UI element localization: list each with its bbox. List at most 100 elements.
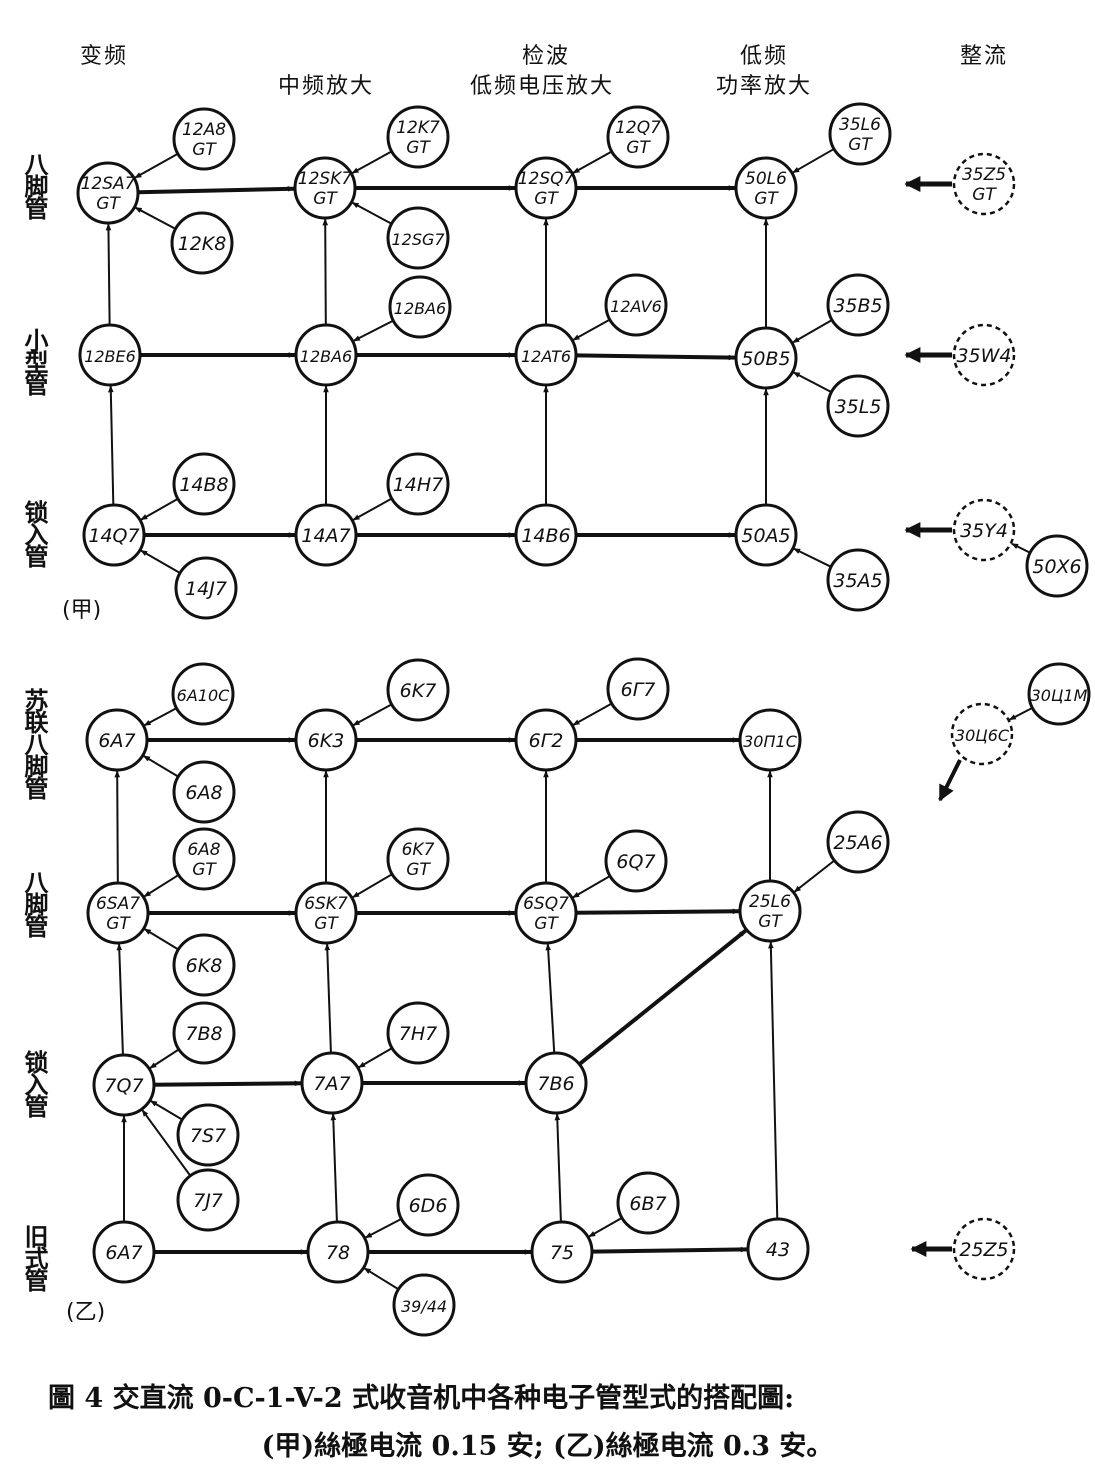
tube-circle — [828, 102, 892, 166]
tube-label: 7H7 — [399, 1023, 437, 1045]
tube-node-b-6a7: 6A7 — [92, 1220, 156, 1284]
tube-node-a-50b5: 50B5 — [734, 326, 798, 390]
tube-label: 30П1С — [743, 732, 798, 751]
arrow-b-6k7-to-b-6k3 — [352, 703, 393, 727]
tube-label: 12BA6 — [300, 347, 352, 366]
tube-label: 12SQ7 — [518, 169, 575, 189]
arrow-a-12q7gt-to-a-12sq7gt — [572, 150, 613, 174]
arrow-b-6a8gt-to-b-6sa7gt — [143, 874, 180, 898]
tube-label: 7B6 — [537, 1073, 574, 1095]
tube-label: 78 — [326, 1242, 350, 1264]
column-header-detector: 检波 — [521, 44, 571, 69]
connection-arrows — [105, 148, 1033, 1291]
tube-circle — [746, 1217, 810, 1281]
tube-node-a-12ba6: 12BA6 — [388, 275, 452, 339]
tube-label: GT — [192, 140, 217, 160]
tube-circle — [170, 211, 234, 275]
tube-circle — [604, 273, 668, 337]
arrow-b-6q7-to-b-6sq7gt — [572, 875, 611, 899]
arrow-a-35a5-to-a-50a5 — [793, 547, 832, 568]
tube-circle — [172, 1001, 236, 1065]
tube-node-b-6a7top: 6A7 — [85, 708, 149, 772]
tube-label: 14J7 — [185, 578, 227, 600]
arrow-b-6k8-to-b-6sa7gt — [143, 928, 179, 951]
tube-node-b-25z5: 25Z5 — [952, 1217, 1016, 1281]
arrow-a-12k8-to-a-12sa7gt — [134, 206, 176, 230]
tube-label: 6Q7 — [616, 851, 655, 873]
arrow-a-12be6-to-a-12sa7gt — [105, 223, 112, 326]
tube-circle — [952, 152, 1016, 216]
tube-circle — [172, 827, 236, 891]
tube-circle — [616, 1171, 680, 1235]
tube-label: 7B8 — [185, 1023, 222, 1045]
column-header-af: 低频 — [739, 44, 789, 69]
tube-node-b-43: 43 — [746, 1217, 810, 1281]
tube-circle — [952, 323, 1016, 387]
tube-circle — [1027, 662, 1091, 726]
tube-node-b-6k7: 6K7 — [386, 658, 450, 722]
tube-label: 43 — [766, 1239, 790, 1261]
tube-label: 35Y4 — [960, 520, 1008, 542]
tube-label: 6B7 — [629, 1193, 666, 1215]
tube-node-b-6a8: 6A8 — [172, 760, 236, 824]
column-header-if-amp: 中频放大 — [277, 74, 375, 99]
tube-label: 6SA7 — [96, 894, 140, 914]
tube-label: 12SG7 — [391, 230, 445, 249]
tube-circle — [738, 879, 802, 943]
tube-node-a-35b5: 35B5 — [826, 273, 890, 337]
tube-node-b-7q7: 7Q7 — [92, 1053, 156, 1117]
tube-circle — [172, 107, 236, 171]
tube-circle — [85, 708, 149, 772]
tube-label: 50B5 — [741, 348, 790, 370]
tube-circle — [514, 323, 578, 387]
tube-circle — [386, 206, 450, 270]
tube-label: 6K8 — [186, 955, 223, 977]
tube-circle — [734, 503, 798, 567]
arrow-a-12a8gt-to-a-12sa7gt — [134, 152, 179, 179]
arrow-a-14j7-to-a-14q7 — [140, 549, 181, 574]
tube-label: 6A7 — [98, 730, 135, 752]
tube-node-b-6g2: 6Г2 — [514, 708, 578, 772]
tube-node-a-14b8: 14B8 — [172, 452, 236, 516]
arrow-a-12av6-to-a-12at6 — [572, 318, 611, 341]
tube-label: 14A7 — [301, 525, 350, 547]
tube-circle — [606, 105, 670, 169]
arrow-b-6a8-to-b-6a7top — [143, 755, 179, 778]
tube-node-a-12at6: 12AT6 — [514, 323, 578, 387]
tube-node-a-12av6: 12AV6 — [604, 273, 668, 337]
tube-label: 12Q7 — [615, 118, 661, 138]
tube-label: 6A8 — [187, 840, 220, 860]
row-label-soviet-octal: 苏联八脚管 — [20, 688, 48, 798]
row-label-loktal-b: 锁入管 — [20, 1050, 48, 1116]
figure-caption-line2: (甲)絲極电流 0.15 安; (乙)絲極电流 0.3 安。 — [261, 1431, 834, 1462]
rectifier-arrow-30c4c — [938, 759, 962, 802]
tube-circle — [734, 326, 798, 390]
tube-circle — [76, 161, 140, 225]
tube-label: 25L6 — [749, 892, 791, 912]
tube-circle — [92, 1053, 156, 1117]
arrow-b-6k7gt-to-b-6sk7gt — [352, 873, 393, 899]
arrow-b-6a10c-to-b-6a7top — [143, 707, 178, 727]
tube-label: 35L6 — [839, 115, 881, 135]
tube-circle — [386, 452, 450, 516]
tube-circle — [172, 452, 236, 516]
tube-label: 12AV6 — [610, 297, 662, 316]
arrow-a-12sa7gt-to-a-12sk7gt — [137, 186, 295, 195]
arrow-b-75-to-b-7b6 — [554, 1113, 562, 1223]
tube-circle — [294, 881, 358, 945]
tube-label: 6A7 — [105, 1242, 142, 1264]
tube-circle — [300, 1051, 364, 1115]
tube-circle — [86, 881, 150, 945]
tube-node-a-14b6: 14B6 — [514, 503, 578, 567]
tube-label: 6A8 — [185, 782, 222, 804]
tube-circle — [82, 503, 146, 567]
